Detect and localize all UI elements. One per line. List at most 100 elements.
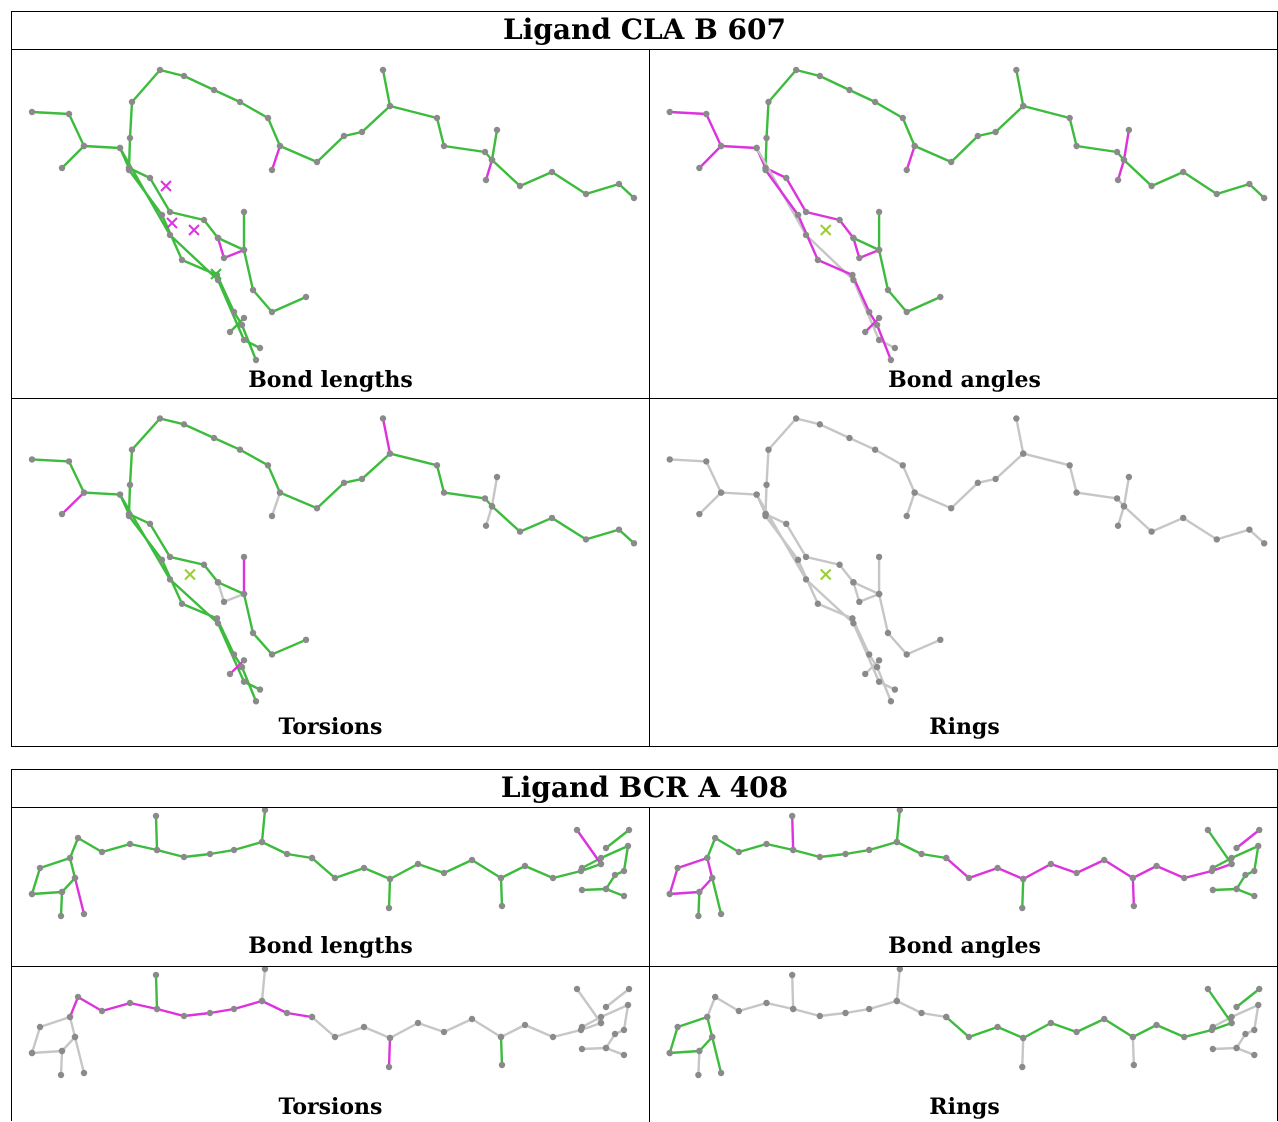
atom xyxy=(630,194,638,202)
atom xyxy=(468,856,476,864)
bond xyxy=(1182,516,1218,541)
bond xyxy=(202,218,220,240)
bond xyxy=(168,555,206,566)
atom xyxy=(1256,985,1263,993)
panel-caption: Bond lengths xyxy=(248,933,413,959)
atom xyxy=(360,1023,368,1031)
atom xyxy=(66,854,74,862)
atom xyxy=(875,657,883,664)
atom xyxy=(28,108,36,116)
panel-caption: Bond lengths xyxy=(248,367,413,393)
bond xyxy=(1122,475,1131,508)
atom xyxy=(158,211,166,219)
atom xyxy=(214,234,222,242)
bond xyxy=(30,890,64,896)
bond xyxy=(270,491,282,518)
bond xyxy=(622,844,630,873)
bond xyxy=(155,1007,186,1018)
atom xyxy=(58,1047,66,1055)
atom xyxy=(866,846,873,854)
bond xyxy=(676,856,709,870)
atom xyxy=(875,314,883,322)
bond xyxy=(1206,987,1233,1025)
atom xyxy=(238,663,246,671)
bond xyxy=(381,68,392,108)
atom xyxy=(893,997,901,1005)
bond xyxy=(278,144,319,164)
atom xyxy=(789,846,797,854)
bond xyxy=(82,491,122,496)
atom xyxy=(497,1033,505,1041)
bond xyxy=(523,864,555,880)
bond xyxy=(208,1007,236,1015)
bond xyxy=(216,581,246,596)
atom xyxy=(836,561,843,568)
atom xyxy=(573,826,581,834)
atom xyxy=(891,344,899,352)
bond xyxy=(1183,1028,1214,1039)
bond xyxy=(706,836,717,860)
atom xyxy=(385,904,393,912)
bond xyxy=(852,236,881,252)
atom xyxy=(340,479,348,487)
bond xyxy=(160,213,184,262)
bond xyxy=(767,417,798,451)
atom xyxy=(340,132,348,140)
bond xyxy=(1122,158,1153,188)
centroid-marker xyxy=(184,568,196,581)
bond xyxy=(920,1011,948,1019)
bond xyxy=(182,423,216,440)
atom xyxy=(1228,1013,1235,1021)
bond xyxy=(877,592,890,635)
bond xyxy=(1022,104,1071,120)
bond xyxy=(216,236,226,260)
atom xyxy=(331,1033,339,1041)
bond xyxy=(838,563,855,584)
atom xyxy=(414,1019,422,1027)
bond xyxy=(1206,828,1233,866)
atom xyxy=(498,902,506,910)
atom xyxy=(1209,1023,1217,1031)
atom xyxy=(28,456,36,463)
bond xyxy=(387,877,392,910)
bond xyxy=(719,491,758,496)
atom xyxy=(180,1012,188,1020)
bond xyxy=(852,278,881,342)
bond xyxy=(360,104,392,134)
bond xyxy=(490,128,499,162)
atom xyxy=(213,615,221,622)
atom xyxy=(578,1045,586,1053)
atom xyxy=(1020,1034,1027,1042)
atom xyxy=(674,864,681,872)
atom xyxy=(965,874,973,882)
bond xyxy=(240,665,258,703)
atom xyxy=(379,66,387,74)
bond xyxy=(868,840,899,852)
bond xyxy=(1122,505,1153,533)
atom xyxy=(116,144,124,152)
atom xyxy=(261,808,269,814)
atom xyxy=(624,842,632,850)
divider xyxy=(649,807,650,1122)
atom xyxy=(899,114,906,122)
bond xyxy=(711,876,723,916)
atom xyxy=(896,967,904,973)
atom xyxy=(802,553,810,561)
atom xyxy=(385,1063,393,1071)
atom xyxy=(58,510,66,518)
atom xyxy=(1251,1026,1258,1034)
ligand-table-bcr: Ligand BCR A 408 Bond lengths Bond angle… xyxy=(11,769,1278,1122)
atom xyxy=(783,520,790,527)
atom xyxy=(711,834,719,842)
atom xyxy=(1180,514,1187,522)
bond xyxy=(698,144,723,170)
atom xyxy=(313,505,321,512)
atom xyxy=(611,1030,619,1038)
bond xyxy=(228,659,246,676)
bond xyxy=(895,840,923,856)
molecule-drawing xyxy=(666,808,1263,920)
atom xyxy=(156,66,164,74)
bond xyxy=(251,631,274,656)
atom xyxy=(1180,168,1187,176)
atom xyxy=(1020,450,1027,457)
